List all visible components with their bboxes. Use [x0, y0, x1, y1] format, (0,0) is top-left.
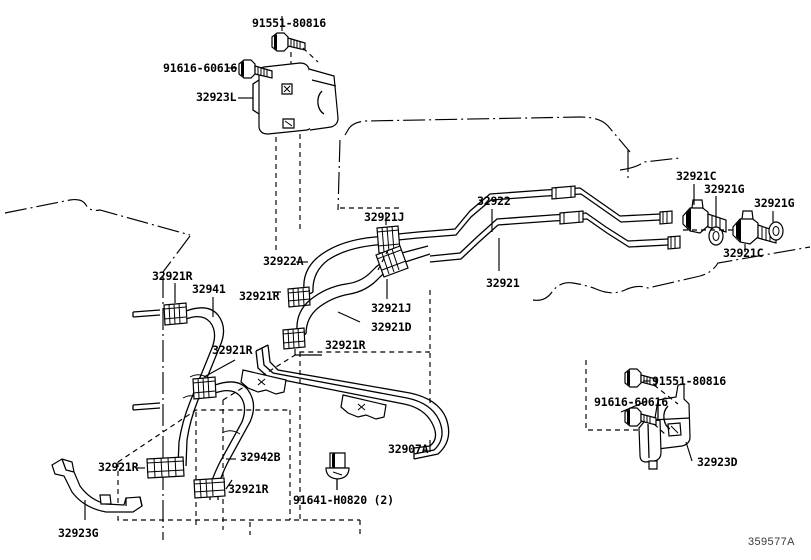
label-32921r-hose-upper: 32921R: [239, 289, 280, 303]
engine-side-stub-tubes: [132, 309, 161, 411]
label-91641-h0820: 91641-H0820 (2): [293, 493, 394, 507]
leader-lines-top-left: [228, 16, 283, 99]
tube-end-fittings-right: [659, 210, 681, 250]
label-32921r-41-top: 32921R: [152, 269, 193, 283]
label-32921d: 32921D: [371, 320, 412, 334]
label-32923l: 32923L: [196, 90, 237, 104]
leader-lines-middle-hoses: [272, 212, 388, 356]
label-32923d: 32923D: [697, 455, 738, 469]
clip-32921r-32942b-bottom: [193, 477, 226, 499]
clip-32921r-on-32921d: [282, 327, 306, 350]
label-32922: 32922: [477, 194, 511, 208]
label-32941: 32941: [192, 282, 226, 296]
o-ring-32921g-lower: [768, 221, 784, 241]
bracket-32923d-shape: [638, 383, 691, 470]
label-32923g: 32923G: [58, 526, 99, 540]
leader-lines-right-unions: [693, 184, 774, 252]
label-91551-80816-right: 91551-80816: [652, 374, 726, 388]
cooler-tube-32922: [397, 187, 661, 241]
bolt-91551-80816-top: [271, 32, 319, 63]
leader-lines-left-hoses: [84, 283, 431, 520]
label-32921r-42-top: 32921R: [212, 343, 253, 357]
bolt-91616-60616-right: [624, 407, 667, 436]
label-32921r-42-bottom: 32921R: [228, 482, 269, 496]
bracket-32923g-shape: [51, 458, 143, 513]
label-32921c-lower: 32921C: [723, 246, 764, 260]
clip-32921r-32942b-top: [192, 376, 217, 400]
label-32922a: 32922A: [263, 254, 304, 268]
clip-32921r-32941-top: [163, 302, 188, 326]
label-91616-60616-right: 91616-60616: [594, 395, 668, 409]
vehicle-body-outline: [4, 116, 811, 540]
floor-plane-outline: [117, 351, 430, 535]
label-32921r-41-bottom: 32921R: [98, 460, 139, 474]
label-32921c-upper: 32921C: [676, 169, 717, 183]
label-32921r-hose-lower: 32921R: [325, 338, 366, 352]
bolt-91616-60616-left: [238, 59, 273, 79]
label-32921j-upper: 32921J: [364, 210, 405, 224]
label-32921: 32921: [486, 276, 520, 290]
label-91551-80816-top: 91551-80816: [252, 16, 326, 30]
label-32907a: 32907A: [388, 442, 429, 456]
label-32921g-upper: 32921G: [704, 182, 745, 196]
label-32921j-lower: 32921J: [371, 301, 412, 315]
hose-clamp-32921j-upper: [376, 225, 401, 254]
label-91616-60616-left: 91616-60616: [163, 61, 237, 75]
cooler-tube-32921: [429, 212, 669, 263]
bolt-91641-h0820: [325, 452, 350, 490]
clip-32921r-32941-bottom: [146, 456, 185, 479]
label-32921g-lower: 32921G: [754, 196, 795, 210]
tube-mounting-tabs: [240, 369, 387, 420]
hose-clamp-32921j-lower: [375, 245, 409, 278]
tube-assembly-32907a: [255, 344, 450, 460]
leader-lines-bottom-right: [620, 380, 693, 462]
tube-connector-sleeves: [551, 185, 584, 225]
clip-32921r-on-32922a: [287, 286, 311, 308]
label-32942b: 32942B: [240, 450, 281, 464]
hidden-construction-lines: [275, 52, 640, 431]
leader-lines-tubes: [491, 209, 500, 271]
bracket-32923l-shape: [252, 62, 339, 135]
diagram-watermark: 359577A: [748, 536, 795, 548]
